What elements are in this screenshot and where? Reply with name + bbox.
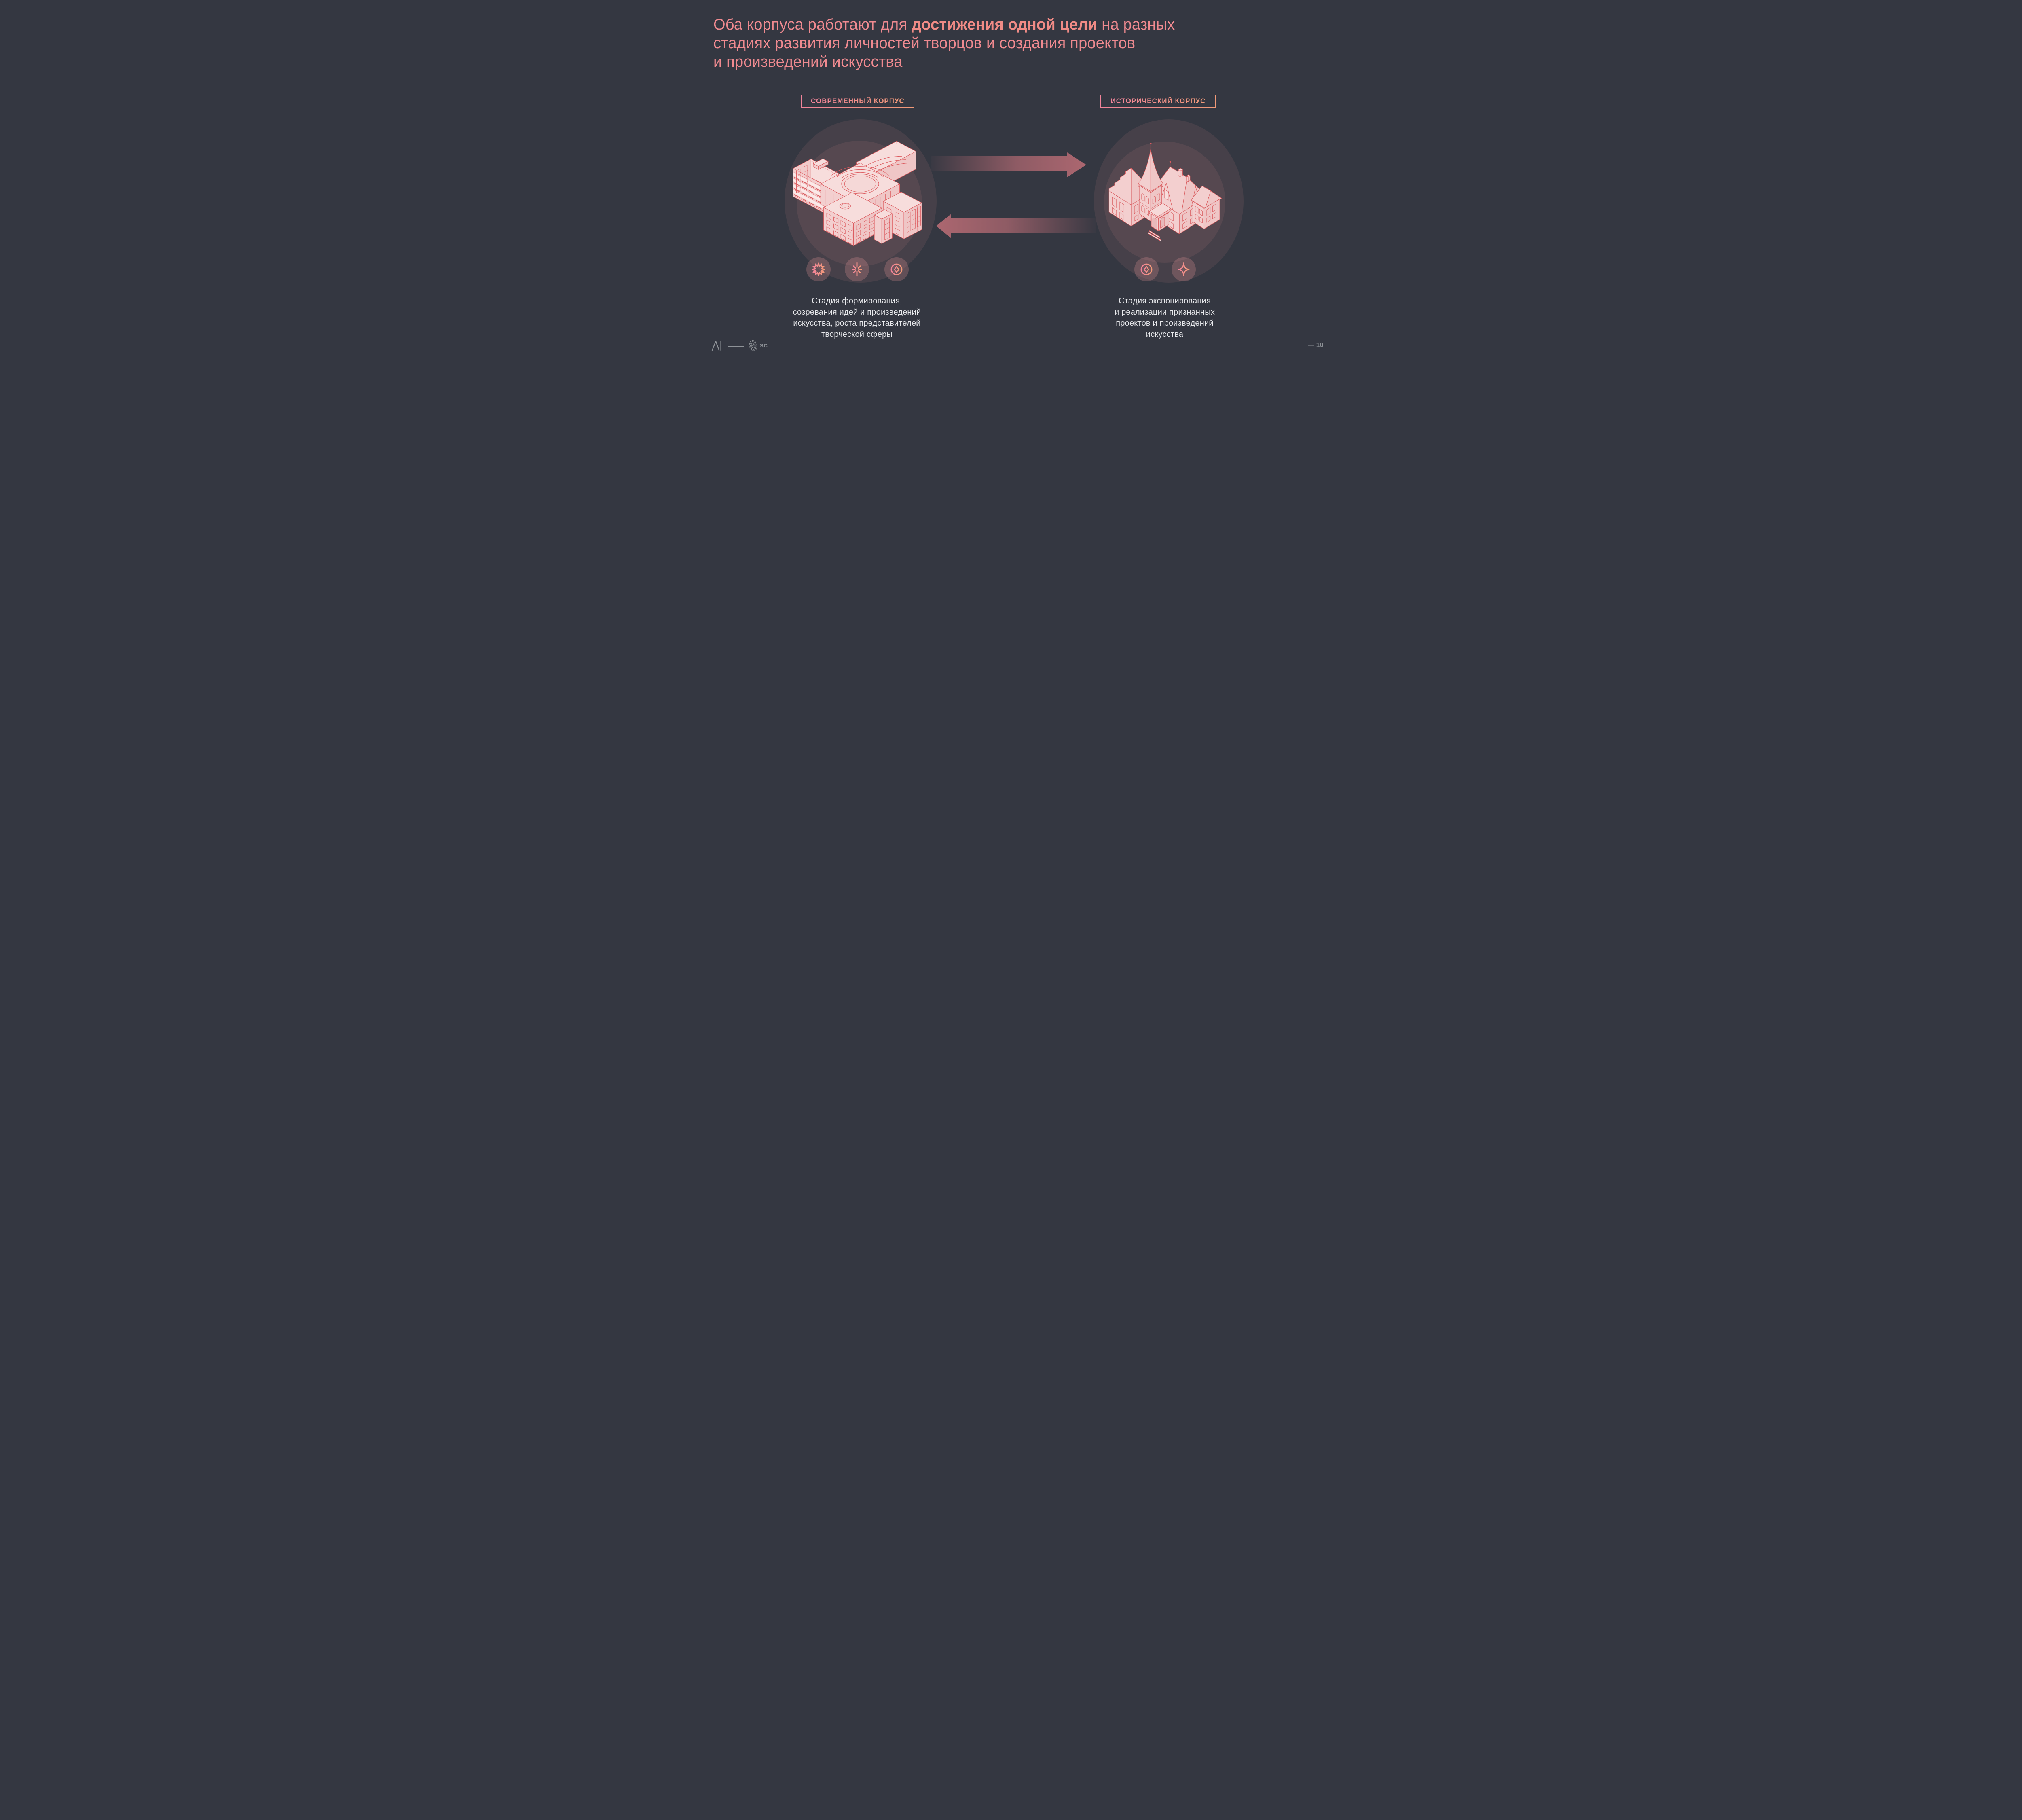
caption-line: Стадия формирования, [812,296,902,305]
fingerprint-logo-icon [749,340,757,351]
label-modern-corpus-text: СОВРЕМЕННЫЙ КОРПУС [811,97,905,105]
title-line1-pre: Оба корпуса работают для [713,16,912,33]
page-number: — 10 [1307,342,1324,349]
label-modern-corpus: СОВРЕМЕННЫЙ КОРПУС [801,95,914,108]
sparkle-icon [1178,262,1190,276]
footer-divider [728,346,744,347]
diamond-target-chip-left [884,257,909,281]
diamond-target-chip-right [1134,257,1159,281]
title-line3: и произведений искусства [713,53,903,70]
slide: Оба корпуса работают для достижения одно… [687,0,1335,364]
starburst-icon [812,262,825,276]
modern-corpus-caption: Стадия формирования, созревания идей и п… [764,296,950,340]
caption-line: искусства, роста представителей [793,319,921,328]
diamond-target-icon [1140,263,1153,275]
arrow-right-icon [931,152,1086,177]
brand-sc-label: SC [760,343,768,349]
historic-corpus-caption: Стадия экспонирования и реализации призн… [1072,296,1258,340]
arrow-left-icon [936,214,1096,238]
starburst-chip [806,257,831,281]
caption-line: созревания идей и произведений [793,307,921,317]
modern-building-illustration [793,141,922,246]
historic-building-illustration [1108,143,1222,242]
caption-line: Стадия экспонирования [1118,296,1211,305]
title-line1-post: на разных [1097,16,1175,33]
caption-line: искусства [1146,330,1184,339]
rays-burst-chip [845,257,869,281]
rays-burst-icon [852,262,862,277]
sparkle-chip [1172,257,1196,281]
caption-line: проектов и произведений [1116,319,1214,328]
exchange-arrows [931,152,1096,238]
title-line2: стадиях развития личностей творцов и соз… [713,35,1136,52]
label-historic-corpus-text: ИСТОРИЧЕСКИЙ КОРПУС [1110,97,1206,105]
title-line1-bold: достижения одной цели [911,16,1098,33]
label-historic-corpus: ИСТОРИЧЕСКИЙ КОРПУС [1100,95,1216,108]
diamond-target-icon [890,263,903,275]
page-title: Оба корпуса работают для достижения одно… [713,15,1175,71]
brand-ai-logo-icon [711,341,721,351]
caption-line: творческой сферы [821,330,893,339]
caption-line: и реализации признанных [1114,307,1215,317]
